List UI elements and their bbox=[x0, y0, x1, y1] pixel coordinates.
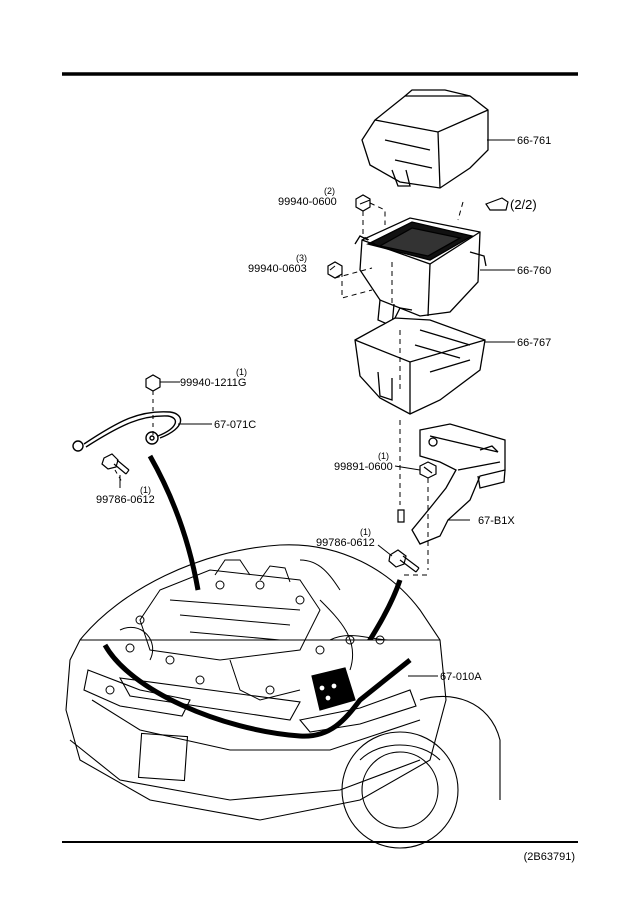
svg-text:99940-0603: 99940-0603 bbox=[248, 263, 307, 275]
svg-text:66-760: 66-760 bbox=[517, 265, 551, 277]
svg-text:99786-0612: 99786-0612 bbox=[316, 537, 375, 549]
svg-text:(2): (2) bbox=[324, 186, 335, 196]
svg-text:(3): (3) bbox=[296, 253, 307, 263]
bolt-99786-bracket[interactable] bbox=[388, 509, 420, 573]
callout-66-767[interactable]: 66-767 bbox=[517, 337, 551, 349]
fuse-box-bracket[interactable] bbox=[354, 307, 486, 415]
svg-text:99940-1211G: 99940-1211G bbox=[180, 377, 246, 389]
callout-67-010a[interactable]: 67-010A bbox=[408, 671, 482, 683]
cable-guide-lines bbox=[114, 391, 154, 483]
svg-text:67-071C: 67-071C bbox=[214, 419, 256, 431]
pointing-hand-icon bbox=[485, 197, 509, 211]
svg-text:67-B1X: 67-B1X bbox=[478, 515, 515, 527]
fuse-box[interactable] bbox=[354, 217, 487, 327]
leader-lines bbox=[119, 139, 515, 677]
svg-text:67-010A: 67-010A bbox=[440, 671, 482, 683]
vehicle-engine-bay bbox=[65, 544, 501, 849]
fuse-box-cover[interactable] bbox=[361, 89, 489, 189]
callout-99786-0612-bracket[interactable]: (1) 99786-0612 bbox=[316, 527, 375, 549]
svg-text:66-767: 66-767 bbox=[517, 337, 551, 349]
callout-66-761[interactable]: 66-761 bbox=[517, 135, 551, 147]
engine-bay-fuse-block[interactable] bbox=[311, 667, 356, 711]
engine-and-harness bbox=[105, 559, 391, 701]
callout-99891-0600[interactable]: (1) 99891-0600 bbox=[334, 451, 393, 473]
callout-99940-0600[interactable]: (2) 99940-0600 bbox=[278, 186, 337, 208]
callout-99940-1211g[interactable]: (1) 99940-1211G bbox=[180, 367, 247, 389]
guide-lines bbox=[334, 201, 464, 576]
callout-67-b1x[interactable]: 67-B1X bbox=[478, 515, 515, 527]
svg-text:(1): (1) bbox=[236, 367, 247, 377]
svg-text:(1): (1) bbox=[140, 485, 151, 495]
nut-99891[interactable] bbox=[419, 461, 437, 479]
callout-66-760[interactable]: 66-760 bbox=[517, 265, 551, 277]
ground-cable[interactable] bbox=[72, 411, 182, 452]
svg-text:99891-0600: 99891-0600 bbox=[334, 461, 393, 473]
mounting-bracket[interactable] bbox=[411, 423, 506, 545]
svg-text:99786-0612: 99786-0612 bbox=[96, 494, 155, 506]
svg-text:(1): (1) bbox=[378, 451, 389, 461]
callout-67-071c[interactable]: 67-071C bbox=[214, 419, 256, 431]
nut-99940-1211g[interactable] bbox=[145, 374, 161, 392]
page-reference-indicator[interactable]: (2/2) bbox=[485, 197, 537, 212]
main-wiring-harness[interactable] bbox=[102, 643, 412, 739]
page-ref-label: (2/2) bbox=[510, 197, 537, 212]
diagram-code: (2B63791) bbox=[524, 851, 575, 863]
bolt-99786-cable[interactable] bbox=[101, 453, 130, 475]
callout-99786-0612-cable[interactable]: (1) 99786-0612 bbox=[96, 485, 155, 506]
svg-text:99940-0600: 99940-0600 bbox=[278, 196, 337, 208]
svg-text:66-761: 66-761 bbox=[517, 135, 551, 147]
callout-99940-0603[interactable]: (3) 99940-0603 bbox=[248, 253, 307, 275]
svg-text:(1): (1) bbox=[360, 527, 371, 537]
